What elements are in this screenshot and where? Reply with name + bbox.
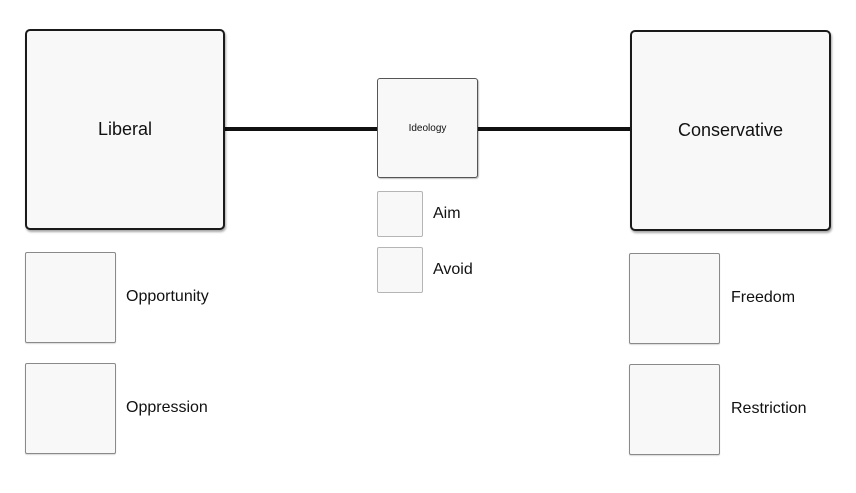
liberal-node[interactable]: Liberal: [25, 29, 225, 230]
opportunity-box[interactable]: [25, 252, 116, 343]
connector-ideology-conservative: [477, 127, 632, 131]
avoid-swatch[interactable]: [377, 247, 423, 293]
liberal-label: Liberal: [97, 119, 153, 139]
ideology-node[interactable]: Ideology: [377, 78, 478, 178]
freedom-box[interactable]: [629, 253, 720, 344]
ideology-label: Ideology: [408, 122, 447, 134]
restriction-box[interactable]: [629, 364, 720, 455]
aim-swatch[interactable]: [377, 191, 423, 237]
aim-label: Aim: [433, 205, 461, 222]
conservative-label: Conservative: [677, 120, 784, 140]
conservative-node[interactable]: Conservative: [630, 30, 831, 231]
connector-liberal-ideology: [225, 127, 379, 131]
avoid-label: Avoid: [433, 261, 473, 278]
freedom-label: Freedom: [731, 289, 796, 306]
restriction-label: Restriction: [731, 400, 807, 417]
oppression-label: Oppression: [126, 399, 208, 416]
opportunity-label: Opportunity: [126, 288, 209, 305]
oppression-box[interactable]: [25, 363, 116, 454]
